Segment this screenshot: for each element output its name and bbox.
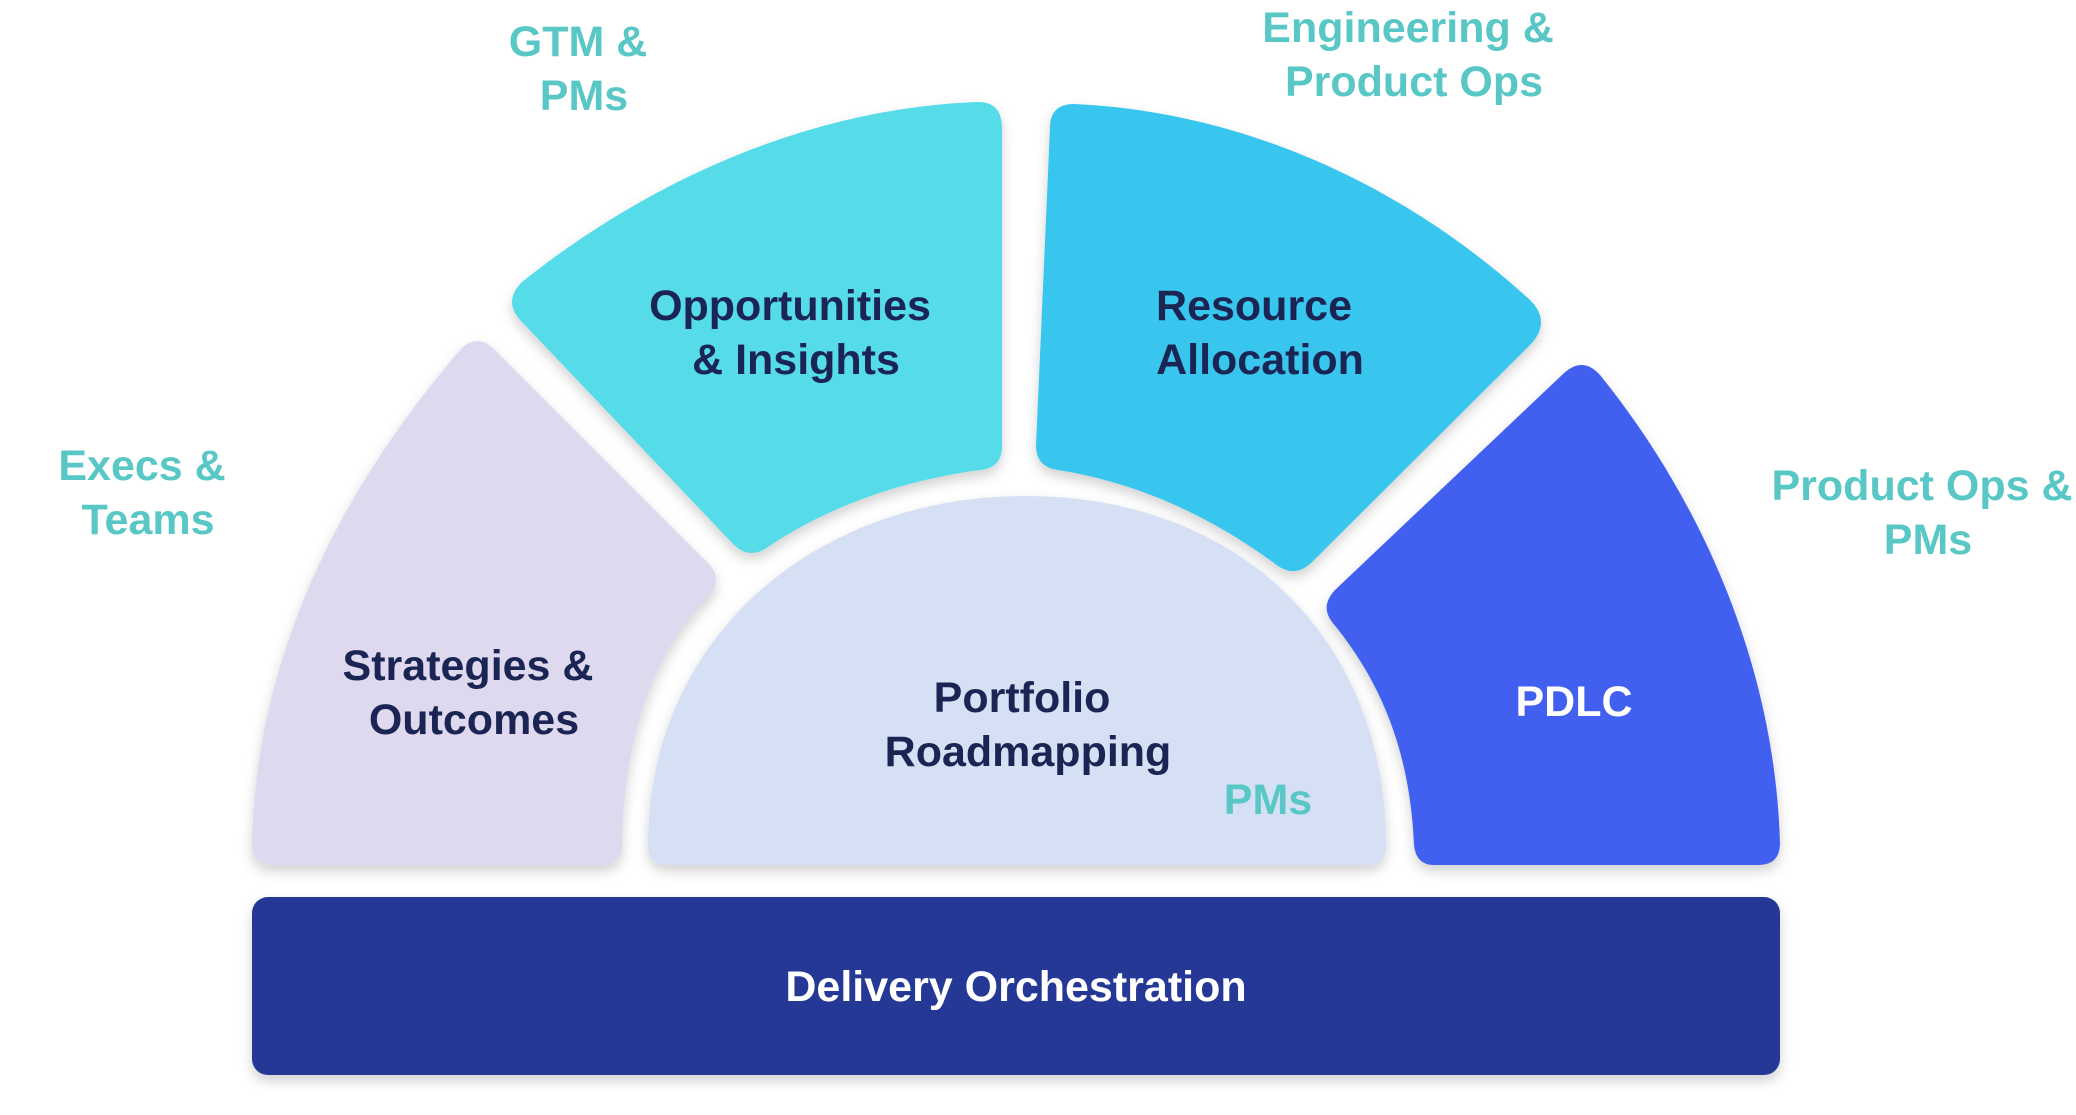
- role-portfolio-pms: PMs: [1224, 776, 1312, 824]
- segment-pdlc-line1: PDLC: [1515, 678, 1632, 726]
- segment-pdlc-label: PDLC: [1515, 678, 1632, 726]
- segment-resource-shape: [1036, 104, 1541, 572]
- role-gtm-line1: GTM &: [509, 18, 648, 66]
- role-product-ops-line2: PMs: [1884, 516, 1972, 564]
- segment-strategies[interactable]: Strategies & Outcomes: [252, 340, 716, 865]
- role-gtm: GTM & PMs: [509, 18, 660, 120]
- segment-pdlc[interactable]: PDLC: [1326, 365, 1780, 865]
- segment-resource-line2: Allocation: [1156, 336, 1364, 384]
- segment-strategies-line1: Strategies &: [343, 642, 594, 690]
- segment-opportunities-label: Opportunities & Insights: [649, 282, 943, 384]
- role-product-ops-line1: Product Ops &: [1772, 462, 2073, 510]
- role-execs-line1: Execs &: [58, 442, 225, 490]
- role-execs: Execs & Teams: [58, 442, 237, 544]
- role-execs-line2: Teams: [81, 496, 214, 544]
- segment-portfolio[interactable]: Portfolio Roadmapping PMs: [648, 496, 1386, 865]
- segment-delivery[interactable]: Delivery Orchestration: [252, 897, 1780, 1075]
- segment-opportunities[interactable]: Opportunities & Insights: [512, 102, 1002, 554]
- segment-strategies-line2: Outcomes: [369, 696, 579, 744]
- segment-pdlc-shape: [1326, 365, 1780, 865]
- segment-strategies-label: Strategies & Outcomes: [343, 642, 606, 744]
- segment-resource[interactable]: Resource Allocation: [1036, 104, 1541, 572]
- segment-resource-label: Resource Allocation: [1156, 282, 1364, 384]
- role-engineering-line2: Product Ops: [1285, 58, 1543, 106]
- role-engineering: Engineering & Product Ops: [1262, 4, 1565, 106]
- segment-portfolio-line2: Roadmapping: [885, 728, 1172, 776]
- role-portfolio-pms-line1: PMs: [1224, 776, 1312, 824]
- segment-delivery-label: Delivery Orchestration: [785, 963, 1246, 1011]
- segment-portfolio-line1: Portfolio: [934, 674, 1111, 722]
- segment-opportunities-line1: Opportunities: [649, 282, 931, 330]
- role-product-ops: Product Ops & PMs: [1772, 462, 2076, 564]
- segment-delivery-shape: [252, 897, 1780, 1075]
- segment-portfolio-shape: [648, 496, 1386, 865]
- segment-opportunities-shape: [512, 102, 1002, 554]
- segment-resource-line1: Resource: [1156, 282, 1352, 330]
- role-engineering-line1: Engineering &: [1262, 4, 1553, 52]
- segment-portfolio-label: Portfolio Roadmapping: [885, 674, 1172, 776]
- segment-opportunities-line2: & Insights: [692, 336, 900, 384]
- segment-strategies-shape: [252, 340, 716, 865]
- role-gtm-line2: PMs: [540, 72, 628, 120]
